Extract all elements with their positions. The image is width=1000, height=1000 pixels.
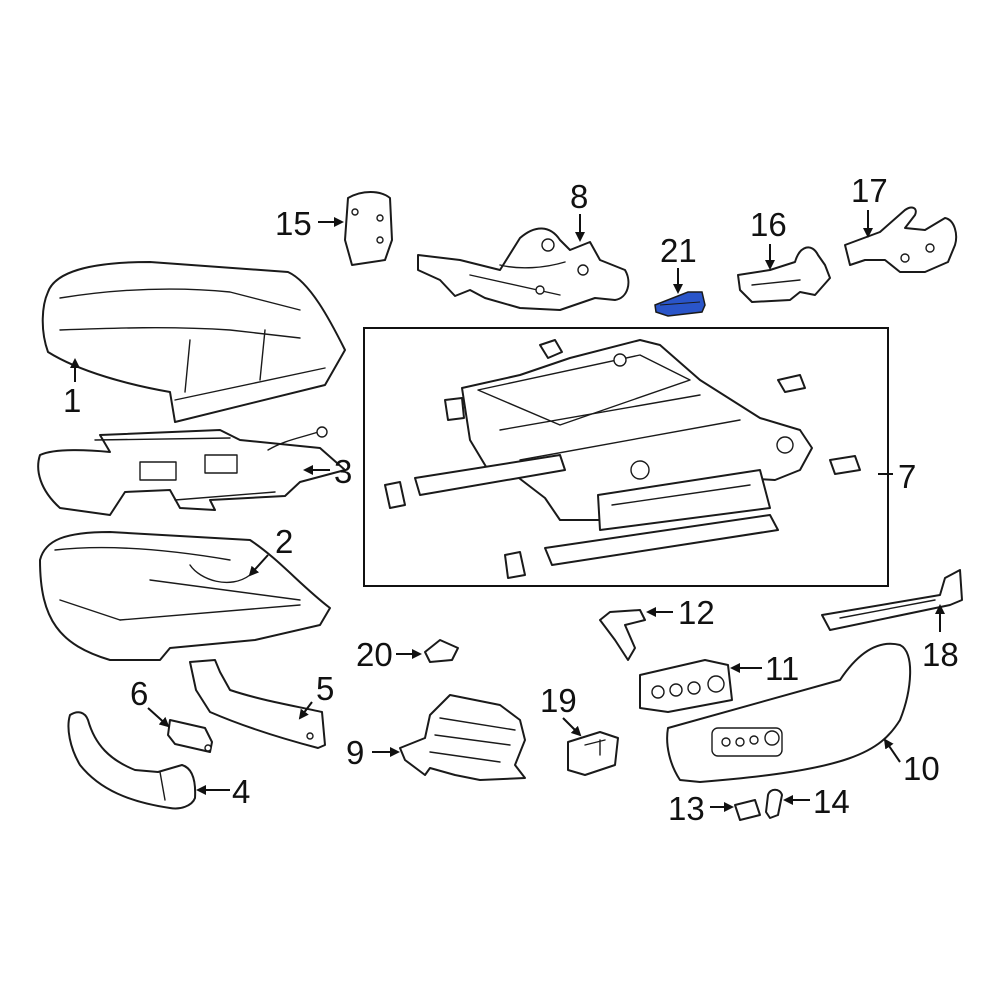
- callout-4: 4: [232, 773, 250, 810]
- callout-19: 19: [540, 682, 577, 719]
- part-5-side-trim-bar[interactable]: [189, 659, 326, 749]
- callout-2: 2: [275, 523, 293, 560]
- part-18-rail-cover[interactable]: [821, 569, 963, 631]
- callout-17: 17: [851, 172, 888, 209]
- part-3-seat-heater-mat[interactable]: [37, 426, 346, 516]
- part-11-switch-assembly[interactable]: [639, 659, 733, 713]
- callout-9: 9: [346, 734, 364, 771]
- callout-10: 10: [903, 750, 940, 787]
- part-19-motor[interactable]: [567, 731, 619, 776]
- callout-8: 8: [570, 178, 588, 215]
- callout-6: 6: [130, 675, 148, 712]
- callout-5: 5: [316, 670, 334, 707]
- callout-3: 3: [334, 453, 352, 490]
- callout-12: 12: [678, 594, 715, 631]
- callout-20: 20: [356, 636, 393, 673]
- leader-lines: [70, 210, 945, 812]
- part-4-lower-side-trim[interactable]: [67, 711, 197, 810]
- part-7-seat-frame-assembly[interactable]: [384, 339, 861, 579]
- callout-11: 11: [765, 650, 799, 687]
- part-20-clip[interactable]: [424, 639, 459, 663]
- part-9-gear-unit[interactable]: [399, 694, 526, 781]
- part-7-frame-box: [363, 327, 889, 587]
- part-12-lever[interactable]: [599, 609, 646, 661]
- callout-14: 14: [813, 783, 850, 820]
- part-1-cushion-cover[interactable]: [41, 261, 346, 423]
- callout-21: 21: [660, 232, 697, 269]
- part-10-outer-side-shield[interactable]: [666, 642, 912, 783]
- part-6-bracket[interactable]: [167, 719, 213, 753]
- callout-1: 1: [63, 382, 81, 419]
- part-13-knob[interactable]: [734, 799, 761, 821]
- callout-18: 18: [922, 636, 959, 673]
- callout-16: 16: [750, 206, 787, 243]
- part-15-side-cover[interactable]: [344, 191, 393, 266]
- callout-15: 15: [275, 205, 312, 242]
- part-8-adjuster-mechanism[interactable]: [417, 227, 630, 311]
- part-14-knob[interactable]: [765, 788, 783, 819]
- callout-13: 13: [668, 790, 705, 827]
- part-16-bracket[interactable]: [737, 246, 831, 303]
- callout-7: 7: [898, 458, 916, 495]
- callout-labels: 1 2 3 4 5 6 7 8 9 10 11 12 13 14 15 16 1…: [63, 172, 959, 827]
- part-2-cushion-pad[interactable]: [39, 531, 331, 661]
- part-21-highlighted-clip[interactable]: [654, 291, 706, 317]
- part-17-hinge-bracket[interactable]: [844, 206, 958, 273]
